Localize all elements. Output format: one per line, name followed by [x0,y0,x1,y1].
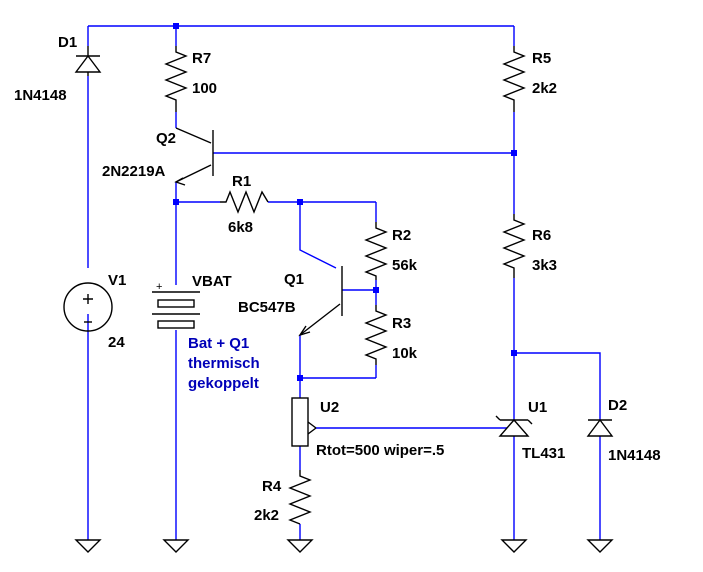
diode-d2 [586,418,614,437]
r6-value: 3k3 [532,257,557,274]
battery-vbat [152,291,200,329]
r4-name: R4 [262,478,282,495]
transistor-q1 [298,266,343,337]
resistor-r3 [364,305,388,365]
note-line-1: Bat + Q1 [188,335,249,352]
resistor-r6 [502,214,526,278]
junctions [173,23,517,381]
u1-value: TL431 [522,445,565,462]
r3-name: R3 [392,315,411,332]
r2-value: 56k [392,257,418,274]
diode-d1 [74,46,102,76]
r6-name: R6 [532,227,551,244]
transistor-q2 [174,127,214,186]
r7-name: R7 [192,50,211,67]
r5-value: 2k2 [532,80,557,97]
note-line-2: thermisch [188,355,260,372]
r1-name: R1 [232,173,251,190]
d1-value: 1N4148 [14,87,67,104]
note-line-3: gekoppelt [188,375,259,392]
ground-symbols [74,539,614,553]
q1-value: BC547B [238,299,296,316]
u2-value: Rtot=500 wiper=.5 [316,442,444,459]
wires [87,25,601,540]
potentiometer-u2 [291,397,317,447]
u1-name: U1 [528,399,547,416]
resistor-r4 [288,470,312,525]
resistor-r1 [220,190,269,214]
v1-value: 24 [108,334,125,351]
shunt-regulator-u1 [495,415,533,437]
resistor-r7 [164,46,188,112]
r5-name: R5 [532,50,551,67]
resistor-r5 [502,46,526,112]
r2-name: R2 [392,227,411,244]
d2-name: D2 [608,397,627,414]
resistor-r2 [364,222,388,280]
vbat-polarity: + [156,281,162,293]
v1-name: V1 [108,272,126,289]
d1-name: D1 [58,34,77,51]
r3-value: 10k [392,345,418,362]
u2-name: U2 [320,399,339,416]
q2-value: 2N2219A [102,163,166,180]
d2-value: 1N4148 [608,447,661,464]
voltage-source-v1 [63,282,113,332]
r1-value: 6k8 [228,219,253,236]
vbat-name: VBAT [192,273,232,290]
labels: D1 1N4148 R7 100 Q2 2N2219A R1 6k8 R2 56… [14,34,661,524]
r7-value: 100 [192,80,217,97]
r4-value: 2k2 [254,507,279,524]
q1-name: Q1 [284,271,304,288]
q2-name: Q2 [156,130,176,147]
